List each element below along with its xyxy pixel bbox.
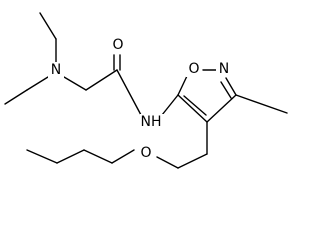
- ring-oxygen-label: O: [188, 61, 199, 77]
- bond-c5-o1: [177, 75, 188, 96]
- bond-ch2-ether-o: [156, 156, 179, 169]
- atom-label-layer: N O NH O N O: [48, 37, 232, 161]
- bond-n2-c3-a: [225, 77, 237, 96]
- ether-oxygen-label: O: [140, 145, 151, 161]
- molecule-diagram: N O NH O N O: [4, 12, 288, 169]
- bond-ch2-carbonyl: [85, 69, 118, 91]
- bond-c4-c5-a: [177, 94, 208, 123]
- ring-nitrogen-backdrop: [216, 61, 232, 77]
- bond-carbonyl-nh: [116, 69, 142, 116]
- bond-n-ch2: [63, 76, 87, 91]
- bond-c3-methyl: [235, 94, 288, 114]
- amide-nh-label: NH: [141, 114, 162, 130]
- bond-c3-c4: [206, 94, 237, 123]
- carbonyl-oxygen-label: O: [112, 37, 123, 53]
- bond-butyl-ch2-ch3: [26, 149, 58, 164]
- bond-c4-c5-b: [183, 95, 207, 116]
- bond-n-ethyl2-ch2: [26, 76, 49, 91]
- ether-oxygen-backdrop: [138, 145, 154, 161]
- bond-layer: [4, 12, 288, 169]
- carbonyl-oxygen-backdrop: [110, 37, 126, 53]
- bond-butyl-ch2-ch2-b: [56, 149, 85, 164]
- bond-butyl-ch2-ch2: [83, 149, 113, 164]
- bond-ethyl1-ch3-ch2: [39, 12, 57, 40]
- bond-n2-c3-b: [220, 81, 232, 99]
- amine-nitrogen-label: N: [51, 62, 61, 78]
- amide-nh-backdrop: [140, 114, 164, 130]
- bond-nh-c5: [161, 94, 179, 116]
- structure-canvas: N O NH O N O: [4, 12, 288, 169]
- bond-ch2-ch2: [177, 153, 208, 169]
- bond-ether-o-ch2: [111, 149, 135, 164]
- amine-nitrogen-backdrop: [48, 62, 64, 78]
- ring-oxygen-backdrop: [186, 61, 202, 77]
- bond-ethyl2-ch2-ch3: [4, 89, 28, 105]
- ring-nitrogen-label: N: [219, 61, 229, 77]
